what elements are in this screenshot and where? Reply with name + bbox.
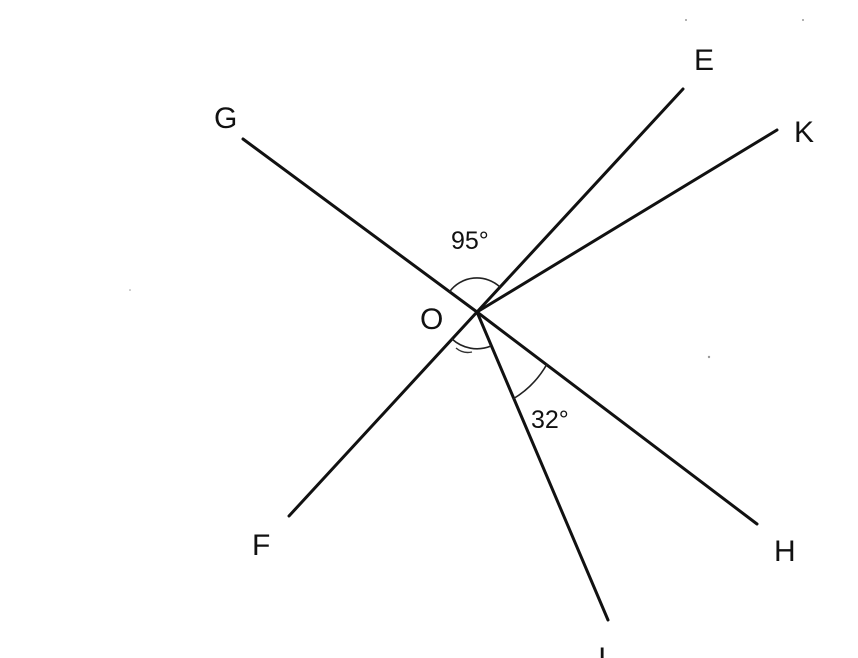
label-point-i: I xyxy=(598,642,606,658)
scan-speck xyxy=(802,19,804,21)
label-point-e: E xyxy=(694,44,714,77)
label-point-k: K xyxy=(794,116,814,149)
ray-of xyxy=(287,310,479,518)
scan-speck xyxy=(685,19,687,21)
label-point-f: F xyxy=(252,529,270,562)
scan-speck xyxy=(707,355,711,359)
scan-speck xyxy=(129,289,131,291)
ray-og xyxy=(241,137,479,314)
ray-oe xyxy=(475,87,685,314)
ray-oi xyxy=(475,310,610,622)
ray-ok xyxy=(475,128,779,314)
arc-angle-foi xyxy=(451,338,492,350)
label-point-h: H xyxy=(774,535,796,568)
arc-tick-mark xyxy=(455,347,473,354)
arc-angle-goe xyxy=(448,277,501,293)
ray-oh xyxy=(475,310,759,526)
label-point-o: O xyxy=(420,303,443,336)
arc-angle-ioh xyxy=(512,363,548,400)
angle-label-goe: 95° xyxy=(451,227,489,255)
angle-label-ioh: 32° xyxy=(531,406,569,434)
label-point-g: G xyxy=(214,102,237,135)
